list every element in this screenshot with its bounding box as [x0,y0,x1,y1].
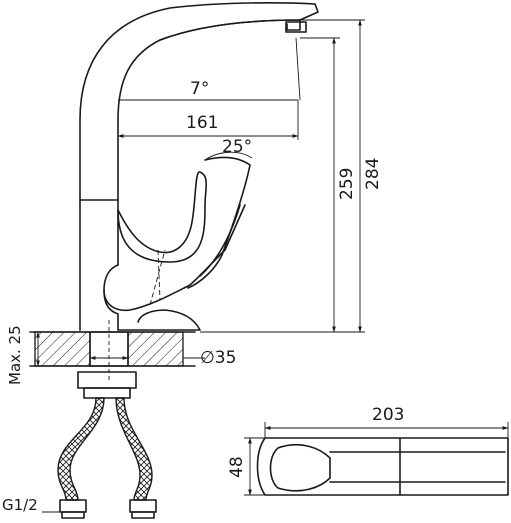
hose-fitting-right [129,499,157,513]
hose-fitting-left-nut [61,511,85,519]
handle-dashed [149,249,166,306]
base-plate [103,289,201,331]
top-view [244,422,509,496]
dimension-lines [36,19,365,513]
countertop-section [29,320,196,399]
label-spout-reach: 161 [186,113,218,133]
flexible-hoses [57,397,157,519]
hose-left [57,397,105,501]
handle-rotated [187,156,251,289]
hose-right [115,397,153,501]
mounting-nut [77,371,137,389]
angle7-leg [295,37,301,101]
hose-fitting-right-nut [131,511,155,519]
label-max-thickness: Max. 25 [6,325,24,385]
label-top-width: 48 [227,456,247,478]
aerator [285,21,307,33]
top-view-handle [269,443,331,492]
label-spout-height: 259 [337,168,357,200]
countertop-left [34,331,91,367]
faucet-column [79,2,319,331]
label-hole-diameter: ∅35 [200,348,236,368]
countertop-right [127,331,184,367]
cartridge-housing [103,204,246,312]
faucet-spout [159,19,301,41]
hose-fitting-left [59,499,87,513]
lever-body [117,171,208,263]
label-handle-angle: 25° [222,137,252,157]
top-view-spout [329,437,506,496]
label-thread-size: G1/2 [2,496,38,514]
label-total-height: 284 [363,158,383,190]
label-spout-angle: 7° [190,79,209,99]
label-top-length: 203 [372,405,404,425]
mounting-washer [83,387,131,399]
top-view-outline [256,437,509,496]
handle-inner-edge [199,204,241,277]
angle25-arc [204,151,253,161]
faucet-body [79,2,319,331]
